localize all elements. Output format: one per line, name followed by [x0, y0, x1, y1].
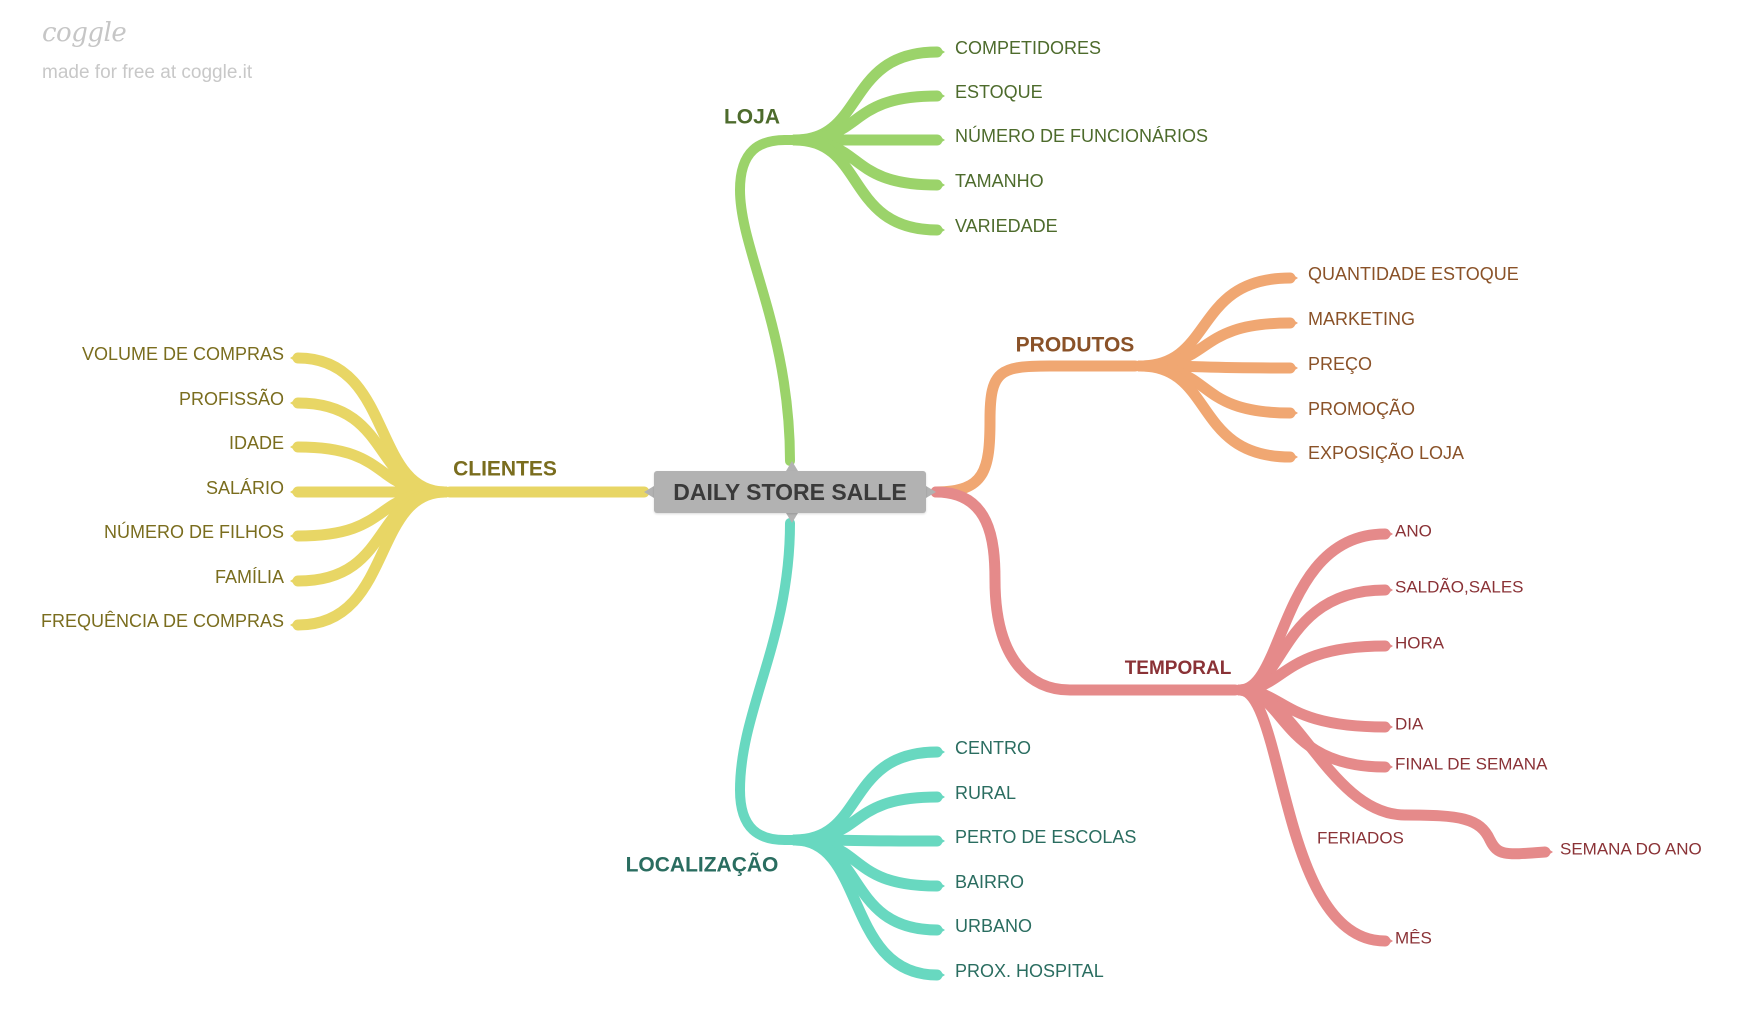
temporal-item-dia[interactable]: DIA [1395, 714, 1424, 733]
clientes-arrow-profissao [290, 398, 298, 408]
connections [290, 46, 1553, 981]
root-top-connector [786, 461, 798, 471]
temporal-arrow-saldao-sales [1385, 585, 1393, 595]
localizacao-arrow-prox-hospital [937, 970, 945, 980]
localizacao-item-centro[interactable]: CENTRO [955, 738, 1031, 758]
produtos-arrow-preco [1290, 363, 1298, 373]
temporal-arrow-hora [1385, 641, 1393, 651]
clientes-item-idade[interactable]: IDADE [229, 433, 284, 453]
produtos-arrow-quantidade-estoque [1290, 273, 1298, 283]
loja-arrow-numero-de-funcionarios [937, 135, 945, 145]
produtos-item-promocao[interactable]: PROMOÇÃO [1308, 398, 1415, 419]
clientes-item-salario[interactable]: SALÁRIO [206, 478, 284, 498]
localizacao-arrow-centro [937, 747, 945, 757]
clientes-edge-volume-de-compras [292, 352, 451, 498]
temporal-arrow-final-de-semana [1385, 762, 1393, 772]
temporal-edge-feriados [1234, 684, 1551, 860]
localizacao-item-urbano[interactable]: URBANO [955, 916, 1032, 936]
localizacao-item-perto-de-escolas[interactable]: PERTO DE ESCOLAS [955, 827, 1136, 847]
loja-arrow-variedade [937, 225, 945, 235]
loja-arrow-tamanho [937, 180, 945, 190]
root-right-connector [926, 486, 936, 498]
loja-arrow-estoque [937, 91, 945, 101]
localizacao-arrow-urbano [937, 925, 945, 935]
branch-clientes[interactable]: CLIENTES [453, 458, 557, 481]
clientes-item-frequencia-de-compras[interactable]: FREQUÊNCIA DE COMPRAS [41, 611, 284, 631]
branch-produtos[interactable]: PRODUTOS [1016, 334, 1135, 357]
localizacao-arrow-bairro [937, 881, 945, 891]
temporal-item-saldao-sales[interactable]: SALDÃO,SALES [1395, 577, 1524, 596]
temporal-item-feriados[interactable]: FERIADOS [1317, 828, 1404, 847]
loja-arrow-competidores [937, 47, 945, 57]
temporal-edge-saldao-sales [1234, 584, 1391, 696]
temporal-item-ano[interactable]: ANO [1395, 521, 1432, 540]
temporal-arrow-dia [1385, 722, 1393, 732]
node-labels: COMPETIDORES ESTOQUE NÚMERO DE FUNCIONÁRIO… [41, 38, 1702, 981]
produtos-trunk [930, 360, 1141, 498]
produtos-arrow-promocao [1290, 408, 1298, 418]
produtos-arrow-exposicao-loja [1290, 452, 1298, 462]
clientes-arrow-salario [290, 487, 298, 497]
loja-item-variedade[interactable]: VARIEDADE [955, 216, 1058, 236]
produtos-arrow-marketing [1290, 318, 1298, 328]
temporal-arrow-mes [1385, 936, 1393, 946]
temporal-edge-mes [1234, 684, 1391, 947]
clientes-item-volume-de-compras[interactable]: VOLUME DE COMPRAS [82, 344, 284, 364]
temporal-item-mes[interactable]: MÊS [1395, 928, 1432, 947]
localizacao-arrow-perto-de-escolas [937, 836, 945, 846]
localizacao-item-rural[interactable]: RURAL [955, 783, 1016, 803]
localizacao-edge-prox-hospital [789, 834, 943, 981]
clientes-item-numero-de-filhos[interactable]: NÚMERO DE FILHOS [104, 521, 284, 542]
clientes-arrow-idade [290, 442, 298, 452]
watermark-text: made for free at coggle.it [42, 62, 253, 83]
clientes-edge-frequencia-de-compras [292, 486, 451, 631]
produtos-edge-marketing [1134, 317, 1296, 372]
loja-edge-variedade [789, 134, 943, 236]
temporal-item-final-de-semana[interactable]: FINAL DE SEMANA [1395, 754, 1548, 773]
loja-item-tamanho[interactable]: TAMANHO [955, 171, 1044, 191]
loja-item-estoque[interactable]: ESTOQUE [955, 82, 1043, 102]
branch-loja[interactable]: LOJA [724, 106, 780, 129]
localizacao-item-prox-hospital[interactable]: PROX. HOSPITAL [955, 961, 1104, 981]
localizacao-edge-rural [789, 791, 943, 846]
produtos-item-preco[interactable]: PREÇO [1308, 354, 1372, 374]
coggle-logo: coggle [42, 18, 127, 48]
localizacao-arrow-rural [937, 792, 945, 802]
loja-edge-estoque [789, 90, 943, 146]
clientes-arrow-numero-de-filhos [290, 531, 298, 541]
produtos-item-marketing[interactable]: MARKETING [1308, 309, 1415, 329]
produtos-item-quantidade-estoque[interactable]: QUANTIDADE ESTOQUE [1308, 264, 1519, 284]
root-left-connector [644, 486, 654, 498]
root-node[interactable]: DAILY STORE SALLE [654, 471, 926, 513]
loja-trunk [734, 135, 795, 466]
produtos-edge-exposicao-loja [1134, 360, 1296, 463]
localizacao-trunk [734, 518, 795, 845]
clientes-item-familia[interactable]: FAMÍLIA [215, 567, 284, 587]
branch-localizacao[interactable]: LOCALIZAÇÃO [626, 854, 779, 877]
produtos-item-exposicao-loja[interactable]: EXPOSIÇÃO LOJA [1308, 442, 1464, 463]
clientes-edge-idade [292, 441, 451, 498]
loja-item-competidores[interactable]: COMPETIDORES [955, 38, 1101, 58]
temporal-item-semana-do-ano[interactable]: SEMANA DO ANO [1560, 839, 1702, 858]
clientes-arrow-familia [290, 576, 298, 586]
localizacao-item-bairro[interactable]: BAIRRO [955, 872, 1024, 892]
branch-temporal[interactable]: TEMPORAL [1125, 658, 1232, 679]
temporal-arrow-semana-do-ano [1545, 847, 1553, 857]
temporal-trunk [930, 486, 1241, 696]
temporal-arrow-ano [1385, 529, 1393, 539]
clientes-arrow-volume-de-compras [290, 353, 298, 363]
root-bottom-connector [786, 513, 798, 523]
clientes-item-profissao[interactable]: PROFISSÃO [179, 388, 284, 409]
loja-item-numero-de-funcionarios[interactable]: NÚMERO DE FUNCIONÁRIOS [955, 125, 1208, 146]
clientes-arrow-frequencia-de-compras [290, 620, 298, 630]
temporal-item-hora[interactable]: HORA [1395, 633, 1445, 652]
